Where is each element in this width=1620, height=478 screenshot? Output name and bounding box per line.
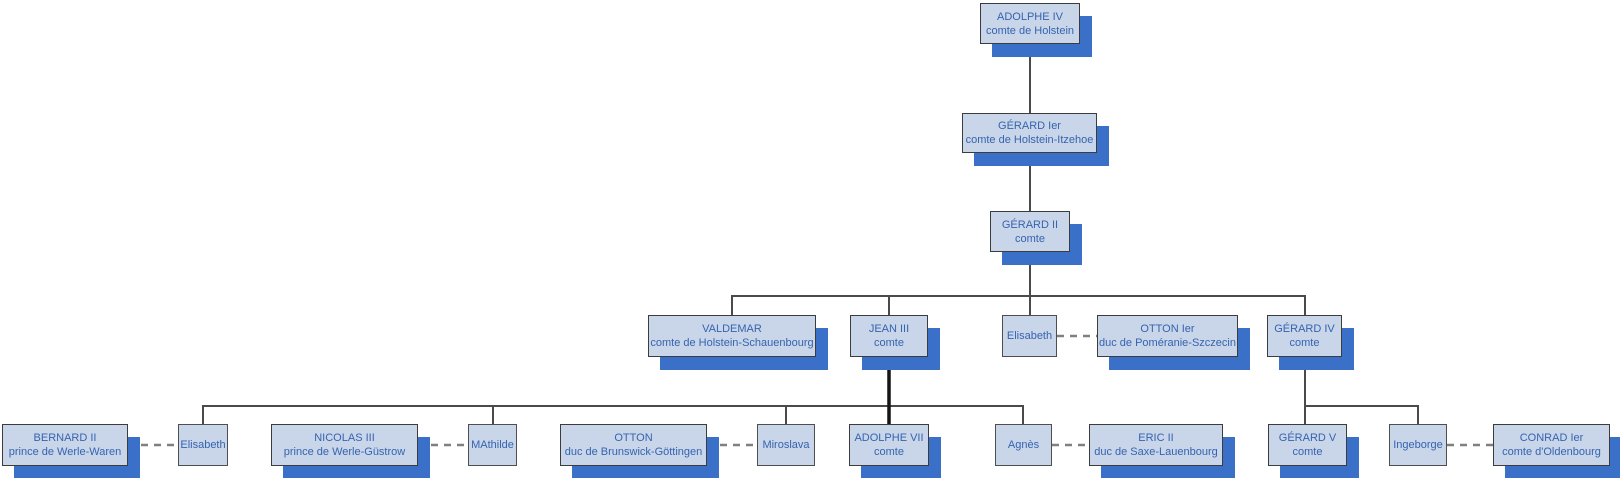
person-name: GÉRARD II <box>1001 218 1059 231</box>
person-title: prince de Werle-Güstrow <box>283 446 406 458</box>
node-gerard-iv[interactable]: GÉRARD IV comte <box>1267 315 1342 357</box>
node-nicolas-iii[interactable]: NICOLAS III prince de Werle-Güstrow <box>271 424 418 466</box>
node-elisabeth-1[interactable]: Elisabeth <box>1002 315 1057 357</box>
person-title: comte de Holstein-Itzehoe <box>965 134 1094 146</box>
node-jean-iii[interactable]: JEAN III comte <box>850 315 928 357</box>
person-name: ERIC II <box>1138 432 1174 444</box>
person-title: duc de Saxe-Lauenbourg <box>1094 446 1218 458</box>
node-conrad-ier[interactable]: CONRAD Ier comte d'Oldenbourg <box>1493 424 1610 466</box>
person-name: GÉRARD V <box>1278 432 1337 444</box>
person-title: comte de Holstein <box>985 24 1075 37</box>
person-name: OTTON Ier <box>1140 323 1195 335</box>
node-gerard-ii[interactable]: GÉRARD II comte <box>990 211 1070 252</box>
person-title: comte <box>1292 446 1323 458</box>
node-eric-ii[interactable]: ERIC II duc de Saxe-Lauenbourg <box>1089 424 1223 466</box>
node-adolphe-vii[interactable]: ADOLPHE VII comte <box>849 424 929 466</box>
person-name: OTTON <box>614 432 653 444</box>
node-bernard-ii[interactable]: BERNARD II prince de Werle-Waren <box>2 424 128 466</box>
person-name: ADOLPHE IV <box>996 10 1064 23</box>
node-elisabeth-2[interactable]: Elisabeth <box>178 424 228 466</box>
person-name: CONRAD Ier <box>1519 432 1584 444</box>
person-name: Agnès <box>1007 439 1040 451</box>
person-name: GÉRARD Ier <box>998 120 1061 132</box>
person-title: comte d'Oldenbourg <box>1502 446 1601 458</box>
person-title: duc de Brunswick-Göttingen <box>564 446 703 458</box>
node-adolphe-iv[interactable]: ADOLPHE IV comte de Holstein <box>980 3 1080 44</box>
person-name: BERNARD II <box>33 432 97 444</box>
node-otton-ier[interactable]: OTTON Ier duc de Poméranie-Szczecin <box>1097 315 1238 357</box>
person-title: comte <box>874 337 904 349</box>
node-miroslava[interactable]: Miroslava <box>757 424 815 466</box>
person-title: prince de Werle-Waren <box>8 446 122 458</box>
person-title: comte de Holstein-Schauenbourg <box>650 337 814 349</box>
person-title: comte <box>1289 337 1320 349</box>
node-gerard-ier[interactable]: GÉRARD Ier comte de Holstein-Itzehoe <box>962 113 1097 153</box>
node-agnes[interactable]: Agnès <box>995 424 1052 466</box>
person-name: Elisabeth <box>180 439 226 451</box>
node-otton[interactable]: OTTON duc de Brunswick-Göttingen <box>560 424 707 466</box>
node-ingeborge[interactable]: Ingeborge <box>1389 424 1447 466</box>
person-name: Miroslava <box>762 439 810 451</box>
person-name: GÉRARD IV <box>1274 323 1335 335</box>
person-title: comte <box>874 446 904 458</box>
person-title: comte <box>1015 232 1045 245</box>
node-gerard-v[interactable]: GÉRARD V comte <box>1268 424 1347 466</box>
person-name: Elisabeth <box>1006 330 1053 342</box>
person-name: JEAN III <box>868 323 910 335</box>
person-name: VALDEMAR <box>702 323 762 335</box>
person-name: MAthilde <box>471 439 514 451</box>
node-valdemar[interactable]: VALDEMAR comte de Holstein-Schauenbourg <box>648 315 816 357</box>
person-name: Ingeborge <box>1393 439 1443 451</box>
person-title: duc de Poméranie-Szczecin <box>1099 337 1236 349</box>
person-name: ADOLPHE VII <box>854 432 924 444</box>
node-mathilde[interactable]: MAthilde <box>468 424 517 466</box>
person-name: NICOLAS III <box>314 432 375 444</box>
